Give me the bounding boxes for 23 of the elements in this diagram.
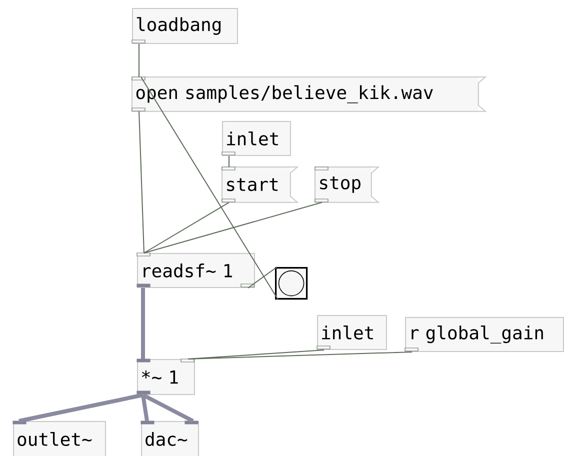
message-box: start bbox=[222, 166, 299, 203]
signal-cable bbox=[141, 288, 145, 359]
cable bbox=[138, 44, 140, 78]
signal-cable bbox=[142, 393, 194, 423]
bang-button bbox=[275, 267, 308, 300]
signal-cable bbox=[18, 393, 144, 423]
cable bbox=[140, 76, 278, 300]
object-box: r global_gain bbox=[404, 317, 564, 352]
object-box: dac~ bbox=[140, 420, 199, 456]
cable bbox=[144, 202, 230, 254]
cable bbox=[228, 156, 230, 168]
signal-cable bbox=[141, 394, 149, 422]
message-box: stop bbox=[314, 166, 380, 203]
cable bbox=[188, 352, 412, 360]
cable bbox=[138, 110, 144, 254]
object-box: outlet~ bbox=[12, 420, 106, 456]
object-box: loadbang bbox=[132, 8, 238, 44]
object-box: inlet bbox=[316, 315, 387, 350]
cable bbox=[144, 202, 322, 254]
cable bbox=[248, 266, 278, 288]
object-box: *~ 1 bbox=[136, 358, 195, 395]
object-box: readsf~ 1 bbox=[136, 252, 255, 288]
object-box: inlet bbox=[222, 121, 291, 156]
